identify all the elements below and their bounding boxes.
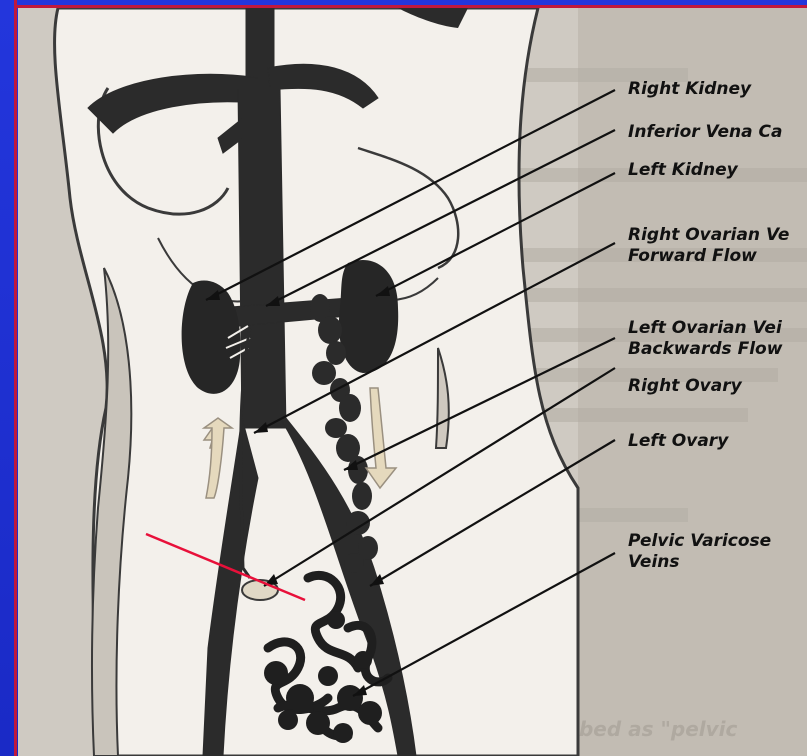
label-left-ovarian-vein-1: Left Ovarian Vei bbox=[628, 318, 783, 338]
label-left-ovarian-vein-2: Backwards Flow bbox=[628, 339, 783, 359]
slide-border-top bbox=[14, 5, 807, 8]
label-right-ovary: Right Ovary bbox=[628, 376, 743, 396]
label-right-ovarian-vein-2: Forward Flow bbox=[628, 246, 757, 266]
slide-border-left bbox=[14, 0, 17, 756]
left-kidney-shape bbox=[339, 260, 398, 373]
label-pelvic-varicose-2: Veins bbox=[628, 552, 680, 572]
label-right-kidney: Right Kidney bbox=[628, 79, 752, 99]
label-left-ovary: Left Ovary bbox=[628, 431, 729, 451]
label-inferior-vena-cava: Inferior Vena Ca bbox=[628, 122, 782, 142]
label-left-kidney: Left Kidney bbox=[628, 160, 739, 180]
label-pelvic-varicose-1: Pelvic Varicose bbox=[628, 531, 771, 551]
anatomy-diagram: ic pelvic pain, described as "pelvic bbox=[18, 8, 807, 756]
label-right-ovarian-vein-1: Right Ovarian Ve bbox=[628, 225, 789, 245]
